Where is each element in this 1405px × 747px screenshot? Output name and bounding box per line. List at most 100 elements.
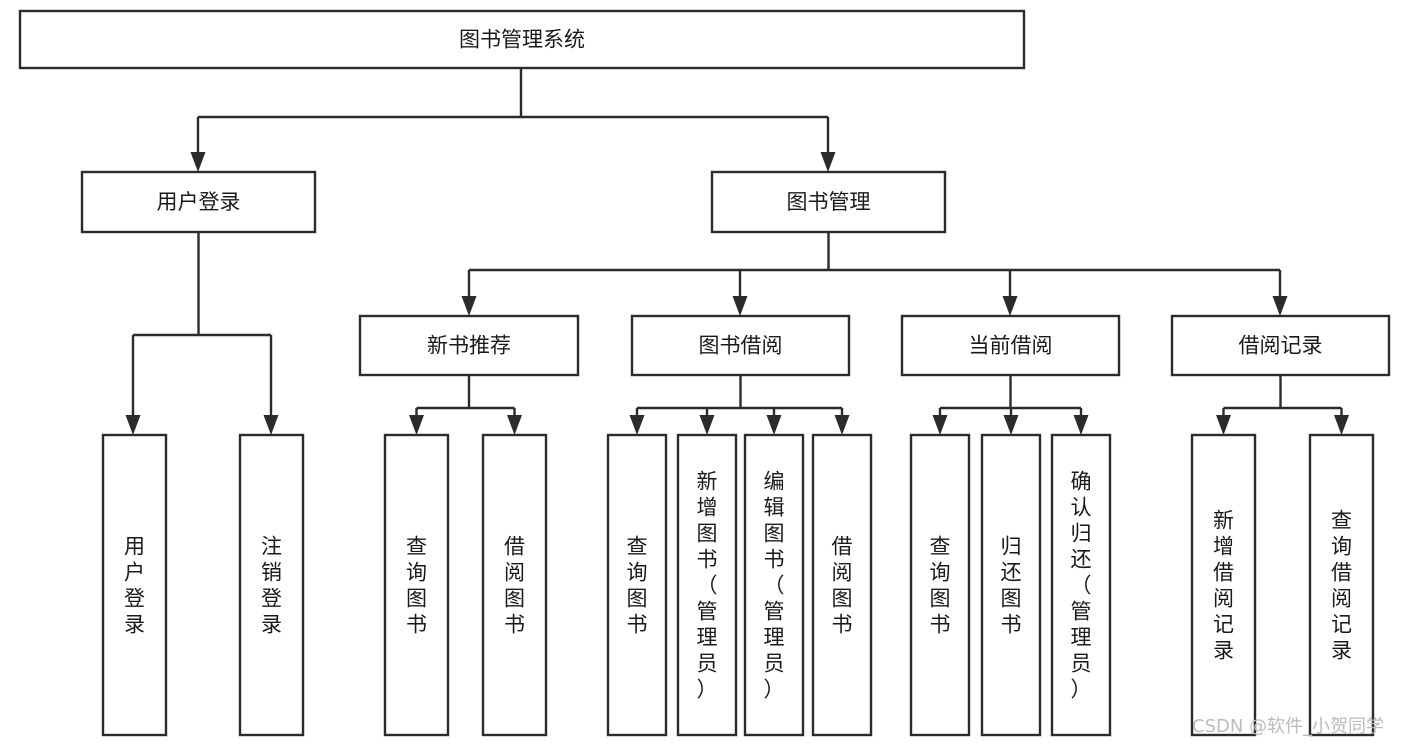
node-label-borrow-record: 借阅记录 xyxy=(1239,334,1323,358)
node-label-leaf-borrow-book-recommend-char-3: 书 xyxy=(504,612,525,636)
node-label-leaf-query-book-current-char-1: 询 xyxy=(930,560,951,584)
node-label-leaf-confirm-return-admin-char-1: 认 xyxy=(1071,495,1092,519)
node-current-borrow[interactable]: 当前借阅 xyxy=(900,314,1121,377)
node-label-leaf-query-book-recommend-char-2: 图 xyxy=(406,586,427,610)
node-label-leaf-query-book-borrow-char-2: 图 xyxy=(627,586,648,610)
node-box-book-borrow[interactable] xyxy=(630,314,851,377)
node-label-leaf-query-book-recommend-char-1: 询 xyxy=(406,560,427,584)
node-label-leaf-return-book-char-3: 书 xyxy=(1001,612,1022,636)
node-label-root: 图书管理系统 xyxy=(459,28,585,52)
node-label-leaf-edit-book-admin-char-1: 辑 xyxy=(764,495,785,519)
node-user-login[interactable]: 用户登录 xyxy=(80,170,317,234)
node-label-leaf-add-book-admin-char-8: ） xyxy=(697,677,718,701)
node-label-leaf-borrow-book-char-3: 书 xyxy=(832,612,853,636)
arrow-head-icon xyxy=(1334,415,1349,435)
node-label-leaf-add-book-admin-char-5: 管 xyxy=(697,599,718,623)
node-label-leaf-edit-book-admin-char-8: ） xyxy=(764,677,785,701)
node-box-leaf-query-book-borrow[interactable] xyxy=(606,433,668,737)
node-box-leaf-query-book-current[interactable] xyxy=(909,433,971,737)
node-box-book-management[interactable] xyxy=(710,170,947,234)
node-label-leaf-borrow-book-char-2: 图 xyxy=(832,586,853,610)
node-leaf-user-login[interactable]: 用户登录 xyxy=(101,433,168,737)
arrow-head-icon xyxy=(461,296,477,316)
node-label-leaf-query-book-borrow-char-1: 询 xyxy=(627,560,648,584)
node-label-leaf-query-borrow-record-char-2: 借 xyxy=(1331,560,1352,584)
node-label-leaf-confirm-return-admin-char-7: 员 xyxy=(1071,651,1092,675)
node-label-leaf-edit-book-admin-char-7: 员 xyxy=(764,651,785,675)
node-layer: 图书管理系统用户登录图书管理新书推荐图书借阅当前借阅借阅记录用户登录注销登录查询… xyxy=(18,9,1391,737)
node-root[interactable]: 图书管理系统 xyxy=(18,9,1026,70)
node-label-leaf-add-book-admin-char-4: （ xyxy=(697,573,718,597)
arrow-head-icon xyxy=(190,152,206,172)
node-box-leaf-user-login[interactable] xyxy=(101,433,168,737)
arrow-head-icon xyxy=(629,415,645,435)
node-label-leaf-return-book-char-1: 还 xyxy=(1001,560,1022,584)
arrow-head-icon xyxy=(409,415,424,435)
arrow-head-icon xyxy=(1003,415,1019,435)
node-box-leaf-logout[interactable] xyxy=(238,433,305,737)
node-label-leaf-add-book-admin-char-0: 新 xyxy=(697,469,718,493)
connector-layer xyxy=(125,68,1349,435)
node-label-book-borrow: 图书借阅 xyxy=(699,334,783,358)
node-label-leaf-edit-book-admin-char-0: 编 xyxy=(764,469,785,493)
node-label-leaf-add-book-admin-char-2: 图 xyxy=(697,521,718,545)
node-label-leaf-query-book-current-char-2: 图 xyxy=(930,586,951,610)
node-box-leaf-add-borrow-record[interactable] xyxy=(1190,433,1257,737)
node-label-leaf-query-book-borrow-char-0: 查 xyxy=(627,534,648,558)
node-new-book-recommend[interactable]: 新书推荐 xyxy=(358,314,580,377)
node-box-user-login[interactable] xyxy=(80,170,317,234)
node-label-leaf-query-borrow-record-char-1: 询 xyxy=(1331,534,1352,558)
csdn-watermark: CSDN @软件_小贺同学 xyxy=(1192,716,1384,737)
node-box-root[interactable] xyxy=(18,9,1026,70)
node-label-leaf-confirm-return-admin-char-2: 归 xyxy=(1071,521,1092,545)
node-box-new-book-recommend[interactable] xyxy=(358,314,580,377)
node-label-leaf-logout-char-2: 登 xyxy=(261,586,282,610)
node-box-leaf-borrow-book[interactable] xyxy=(811,433,873,737)
node-label-leaf-query-borrow-record-char-4: 记 xyxy=(1331,612,1352,636)
node-label-leaf-user-login-char-1: 户 xyxy=(124,560,145,584)
node-label-leaf-edit-book-admin-char-6: 理 xyxy=(764,625,785,649)
node-label-leaf-edit-book-admin-char-2: 图 xyxy=(764,521,785,545)
node-box-borrow-record[interactable] xyxy=(1170,314,1391,377)
node-label-current-borrow: 当前借阅 xyxy=(969,334,1053,358)
node-label-leaf-user-login-char-0: 用 xyxy=(124,534,145,558)
node-label-leaf-query-book-current-char-0: 查 xyxy=(930,534,951,558)
node-label-leaf-confirm-return-admin-char-8: ） xyxy=(1071,677,1092,701)
node-label-user-login: 用户登录 xyxy=(157,190,241,214)
node-label-leaf-add-borrow-record-char-2: 借 xyxy=(1213,560,1234,584)
node-box-leaf-borrow-book-recommend[interactable] xyxy=(481,433,548,737)
arrow-head-icon xyxy=(507,415,522,435)
node-label-leaf-confirm-return-admin-char-5: 管 xyxy=(1071,599,1092,623)
node-label-new-book-recommend: 新书推荐 xyxy=(427,334,511,358)
node-label-leaf-add-borrow-record-char-5: 录 xyxy=(1213,638,1234,662)
node-box-leaf-confirm-return-admin[interactable] xyxy=(1050,433,1112,737)
arrow-head-icon xyxy=(932,415,948,435)
node-box-leaf-query-borrow-record[interactable] xyxy=(1308,433,1375,737)
node-book-management[interactable]: 图书管理 xyxy=(710,170,947,234)
node-box-leaf-query-book-recommend[interactable] xyxy=(383,433,450,737)
node-box-current-borrow[interactable] xyxy=(900,314,1121,377)
arrow-head-icon xyxy=(1002,296,1018,316)
node-label-leaf-add-borrow-record-char-3: 阅 xyxy=(1213,586,1234,610)
node-box-leaf-return-book[interactable] xyxy=(980,433,1042,737)
node-box-leaf-edit-book-admin[interactable] xyxy=(743,433,805,737)
node-label-leaf-edit-book-admin-char-5: 管 xyxy=(764,599,785,623)
node-book-borrow[interactable]: 图书借阅 xyxy=(630,314,851,377)
node-label-leaf-edit-book-admin-char-4: （ xyxy=(764,573,785,597)
node-box-leaf-add-book-admin[interactable] xyxy=(676,433,738,737)
node-borrow-record[interactable]: 借阅记录 xyxy=(1170,314,1391,377)
